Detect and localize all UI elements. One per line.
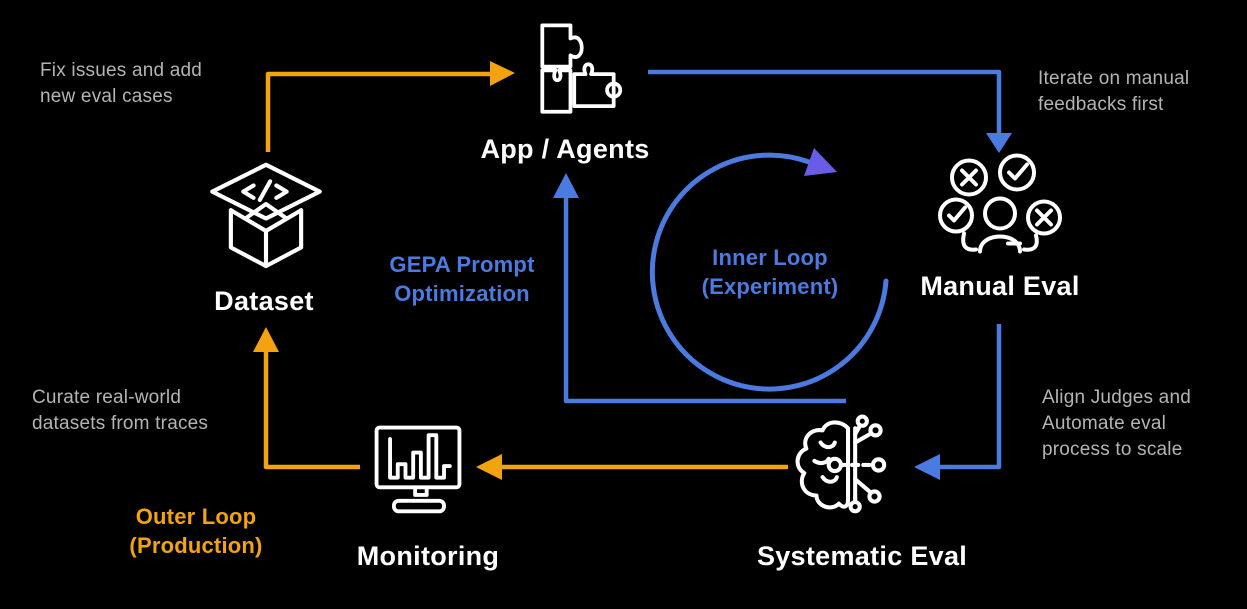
arrow-dataset-to-app: [265, 61, 515, 152]
label-outer-loop: Outer Loop (Production): [129, 504, 263, 559]
people-review-icon: [938, 153, 1062, 254]
open-box-code-icon: [210, 162, 322, 269]
annotation-fix-issues: Fix issues and add new eval cases: [40, 60, 203, 108]
annotation-curate-datasets: Curate real-world datasets from traces: [32, 387, 209, 435]
node-label-monitoring: Monitoring: [356, 541, 500, 571]
node-label-app-agents: App / Agents: [480, 134, 650, 164]
annotation-iterate-feedbacks: Iterate on manual feedbacks first: [1038, 68, 1190, 116]
node-label-systematic-eval: Systematic Eval: [756, 541, 968, 571]
node-label-manual-eval: Manual Eval: [920, 271, 1080, 301]
node-label-dataset: Dataset: [214, 286, 314, 316]
arrow-app-to-manual-eval: [648, 69, 1012, 153]
label-gepa-prompt-optimization: GEPA Prompt Optimization: [389, 252, 535, 307]
arrow-manual-to-systematic: [914, 324, 1002, 480]
monitor-chart-icon: [374, 425, 462, 514]
label-inner-loop: Inner Loop (Experiment): [701, 245, 839, 300]
arrow-monitoring-to-dataset: [253, 327, 360, 470]
arrow-gepa-to-app: [553, 173, 846, 404]
arrow-systematic-to-monitoring: [476, 454, 788, 480]
ai-brain-icon: [795, 414, 887, 514]
puzzle-icon: [540, 23, 623, 114]
annotation-align-judges: Align Judges and Automate eval process t…: [1042, 387, 1191, 461]
inner-loop-circle-arrow: [649, 148, 889, 392]
